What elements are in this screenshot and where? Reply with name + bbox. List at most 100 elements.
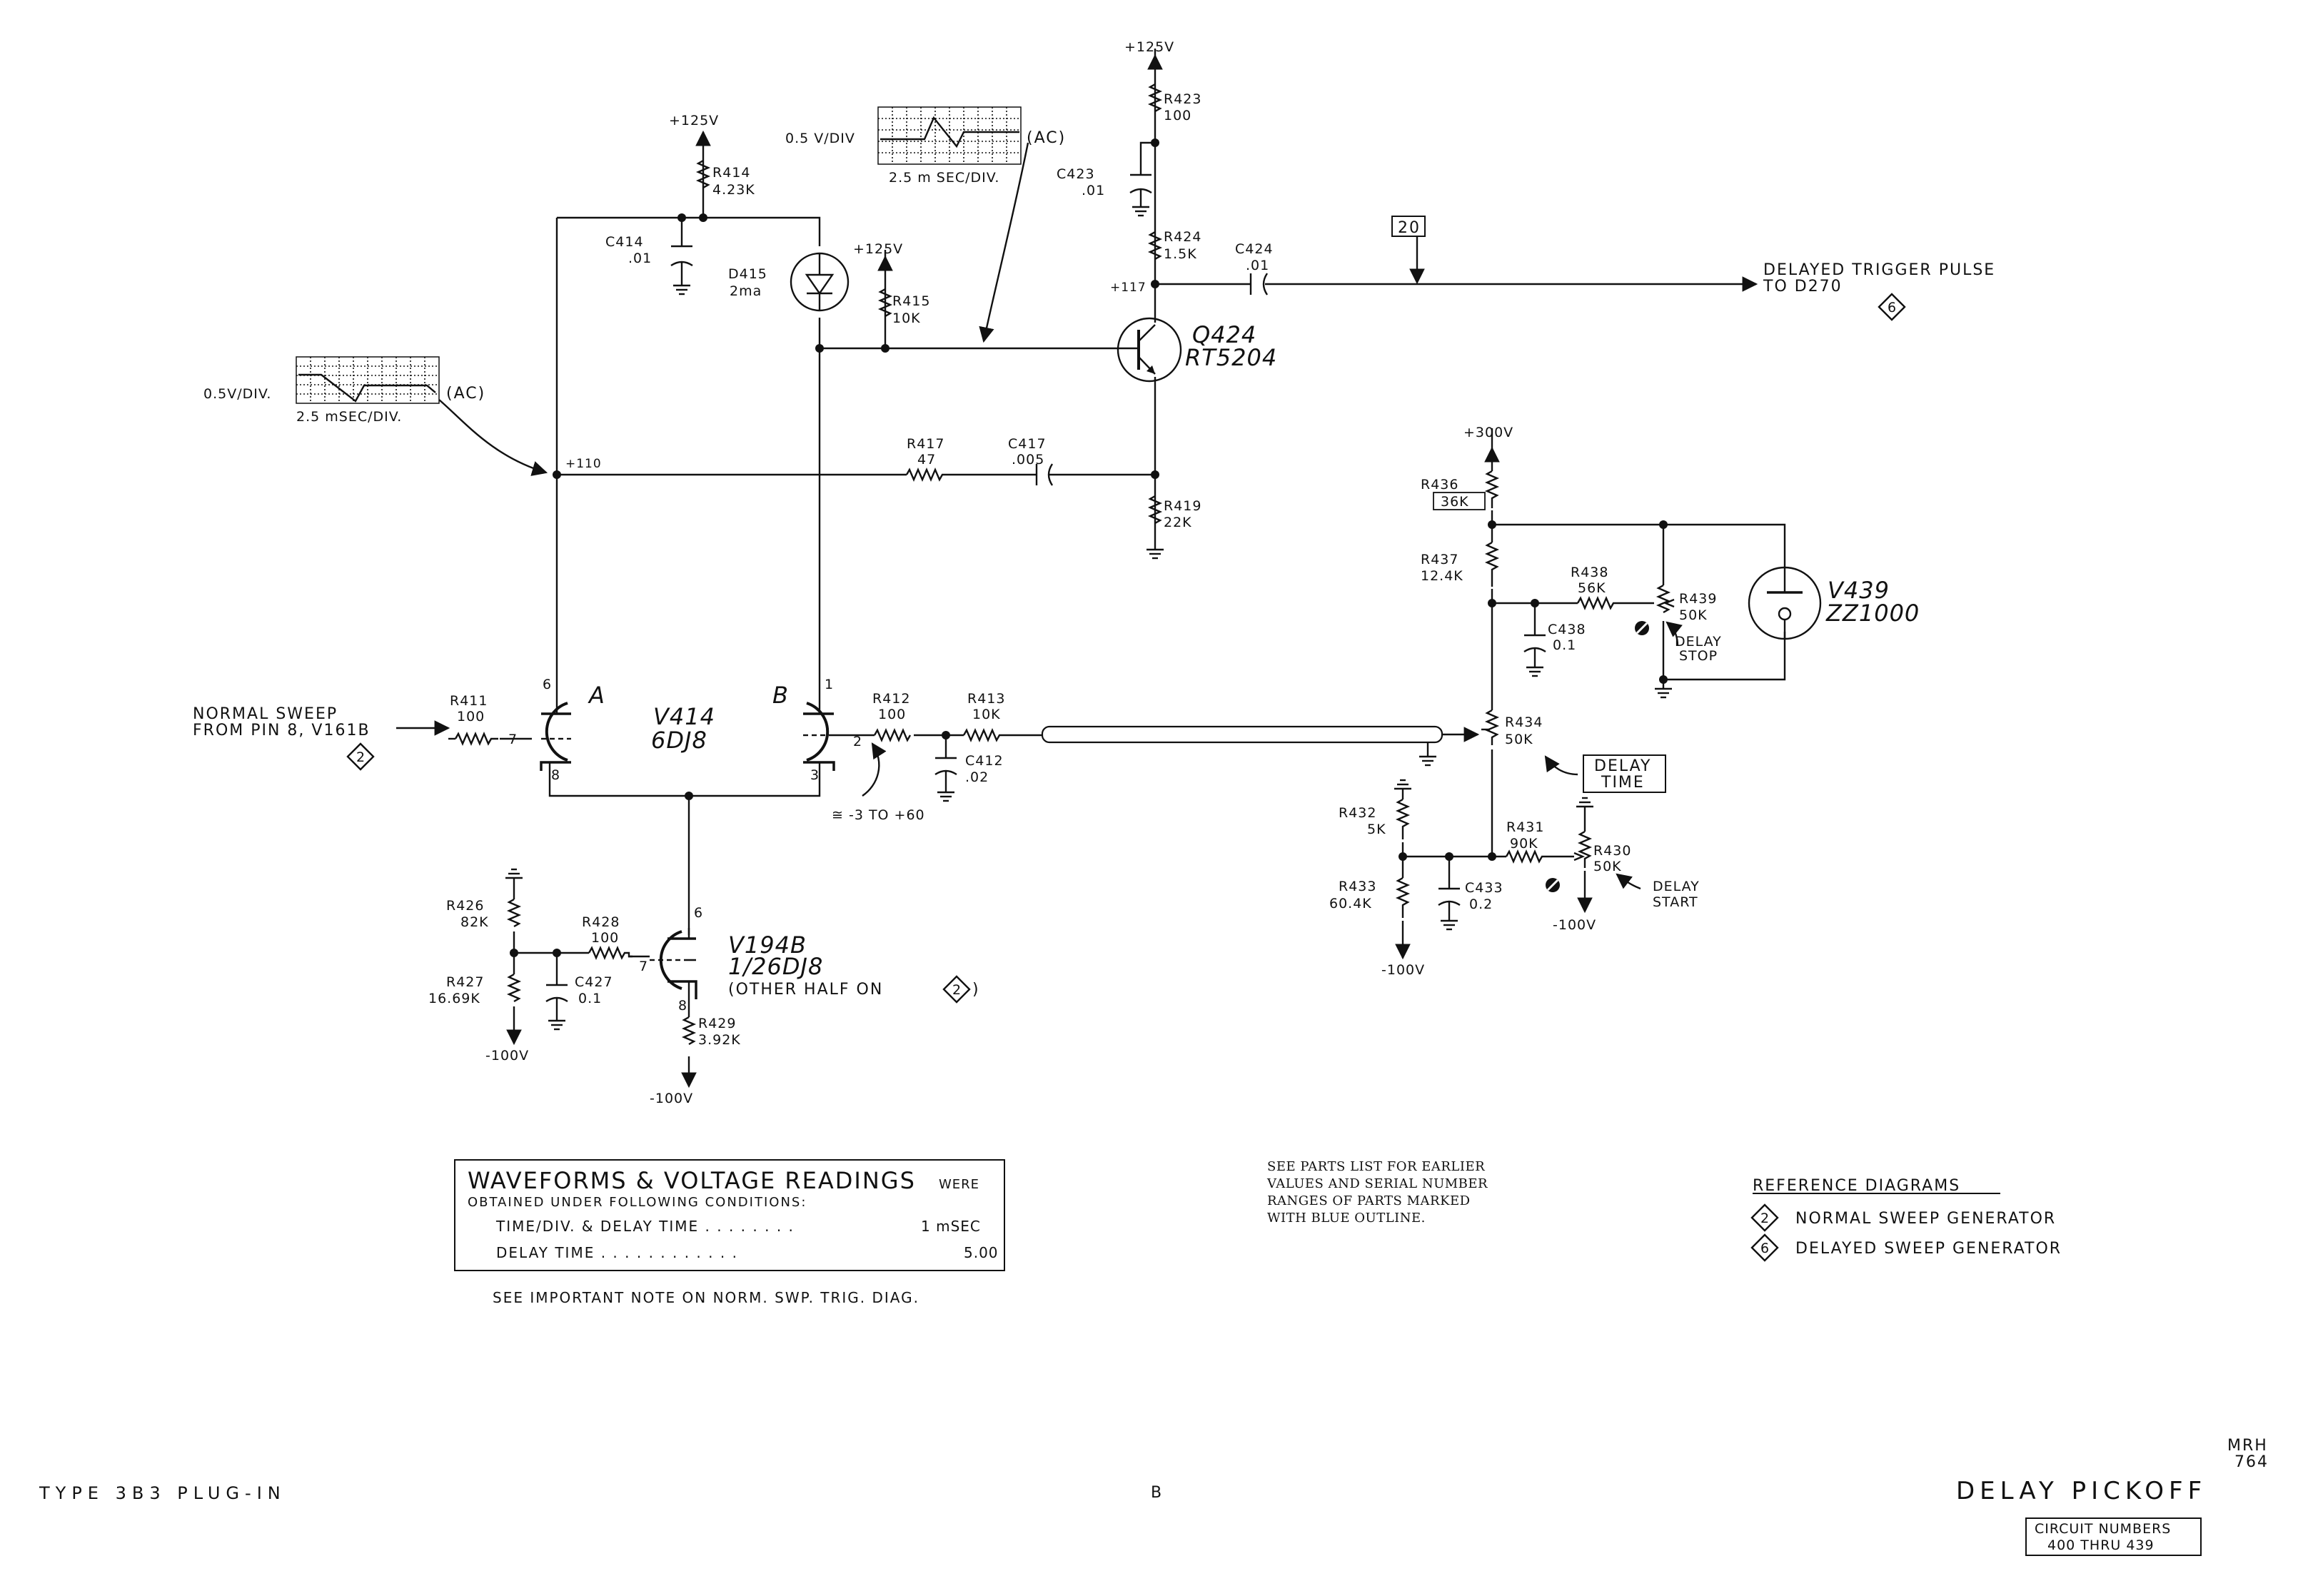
r423-ref: R423	[1164, 91, 1201, 107]
r412-ref: R412	[872, 691, 910, 707]
r414-ref: R414	[712, 165, 750, 181]
r433-ref: R433	[1339, 879, 1376, 894]
v439-val: ZZ1000	[1825, 600, 1920, 627]
pin-2b: 2	[853, 734, 862, 749]
r436-val: 36K	[1441, 494, 1469, 510]
resistors	[454, 83, 1675, 1046]
ground-c433	[1441, 919, 1458, 931]
delay-stop-1: DELAY	[1675, 634, 1722, 650]
r439-val: 50K	[1679, 607, 1708, 623]
r432-val: 5K	[1367, 822, 1386, 837]
q424-val: RT5204	[1185, 344, 1277, 371]
resistor-r412	[873, 727, 912, 743]
conditions-row2-label: DELAY TIME . . . . . . . . . . . .	[496, 1244, 738, 1261]
ref-diamond-ref2-icon	[1750, 1233, 1779, 1262]
diode-d415	[790, 252, 850, 312]
r428-val: 100	[591, 930, 619, 946]
delayed-trig-1: DELAYED TRIGGER PULSE	[1763, 261, 1995, 279]
resistor-r433	[1395, 877, 1411, 918]
r419-val: 22K	[1164, 515, 1192, 530]
screwdriver-adjust-r439-icon[interactable]	[1635, 621, 1649, 635]
ground-r432	[1394, 779, 1411, 790]
footer-date: 764	[2234, 1453, 2269, 1471]
resistor-r437	[1484, 541, 1500, 587]
circuit-numbers-box	[2025, 1517, 2202, 1556]
c427-ref: C427	[575, 974, 613, 990]
r434-val: 50K	[1505, 732, 1533, 747]
test-point-box	[1391, 216, 1426, 237]
tube-v439	[1748, 566, 1822, 640]
v194b-note-ref: 2	[952, 982, 962, 998]
v414-sec-a: A	[588, 682, 605, 709]
d415-val: 2ma	[730, 283, 762, 299]
tube-v194b	[650, 928, 697, 999]
rail-125-left: +125V	[669, 113, 719, 128]
v414-ref: V414	[653, 703, 715, 730]
footer-title: DELAY PICKOFF	[1956, 1477, 2207, 1505]
r433-val: 60.4K	[1329, 896, 1372, 911]
ground-r430	[1576, 797, 1593, 808]
wf1-vdiv: 0.5V/DIV.	[203, 386, 271, 402]
d415-ref: D415	[728, 266, 767, 282]
r417-val: 47	[917, 452, 936, 468]
v194b-note: (OTHER HALF ON	[728, 981, 883, 999]
delay-time-box	[1583, 754, 1666, 793]
r436-ref: R436	[1421, 477, 1458, 493]
supply-arrows	[506, 54, 1593, 1089]
pin-3b: 3	[810, 767, 820, 783]
delayed-trig-ref: 6	[1888, 300, 1897, 315]
r429-ref: R429	[698, 1016, 736, 1031]
delay-time-2: TIME	[1601, 774, 1645, 792]
c424-val: .01	[1246, 258, 1269, 273]
c414-val: .01	[628, 251, 652, 266]
c417-val: .005	[1012, 452, 1044, 468]
pin-7a: 7	[508, 732, 518, 747]
delayed-trig-2: TO D270	[1763, 278, 1843, 296]
c438-ref: C438	[1548, 622, 1586, 637]
r417-ref: R417	[907, 436, 944, 452]
c414-ref: C414	[605, 234, 644, 250]
r411-ref: R411	[450, 693, 488, 709]
resistor-r430	[1577, 830, 1593, 868]
screwdriver-adjust-r430-icon[interactable]	[1546, 878, 1560, 892]
rail-300: +300V	[1463, 425, 1513, 440]
r430-val: 50K	[1593, 859, 1622, 874]
pin-8a: 8	[551, 767, 560, 783]
pin-8c: 8	[678, 998, 687, 1014]
pin-6a: 6	[543, 677, 552, 692]
resistor-r415	[877, 288, 893, 318]
conditions-row1-value: 1 mSEC	[921, 1218, 981, 1235]
wf1-coupling: (AC)	[446, 385, 485, 403]
test-point: 20	[1398, 219, 1421, 237]
ground-c414	[673, 284, 690, 296]
r415-val: 10K	[892, 310, 921, 326]
r437-ref: R437	[1421, 552, 1458, 567]
r428-ref: R428	[582, 914, 620, 930]
r430-ref: R430	[1593, 843, 1631, 859]
c427-val: 0.1	[578, 991, 602, 1006]
r415-ref: R415	[892, 293, 930, 309]
pointer-arrows	[438, 142, 1683, 890]
reference-item-1-label: NORMAL SWEEP GENERATOR	[1795, 1210, 2056, 1228]
ref-diamond-normal-sweep-icon	[346, 742, 375, 771]
r431-val: 90K	[1510, 836, 1538, 852]
footer-left: TYPE 3B3 PLUG-IN	[39, 1483, 286, 1503]
r438-ref: R438	[1571, 565, 1608, 580]
rail-125-d415: +125V	[853, 241, 903, 257]
wf1-tdiv: 2.5 mSEC/DIV.	[296, 409, 402, 425]
normal-sweep-ref: 2	[356, 749, 366, 765]
node-117: +117	[1110, 281, 1147, 295]
normal-sweep-2: FROM PIN 8, V161B	[193, 722, 371, 739]
pin-7c: 7	[639, 959, 648, 974]
delay-time-1: DELAY	[1594, 757, 1651, 775]
capacitor-c423	[1129, 173, 1152, 194]
resistor-r419	[1147, 495, 1163, 525]
resistor-r439	[1656, 584, 1671, 614]
resistor-r431	[1505, 849, 1546, 864]
ground-c412	[937, 791, 954, 802]
capacitor-c427	[545, 984, 568, 1003]
resistor-r432	[1395, 798, 1411, 839]
rail-neg100-r429: -100V	[650, 1091, 693, 1106]
c412-ref: C412	[965, 753, 1004, 769]
